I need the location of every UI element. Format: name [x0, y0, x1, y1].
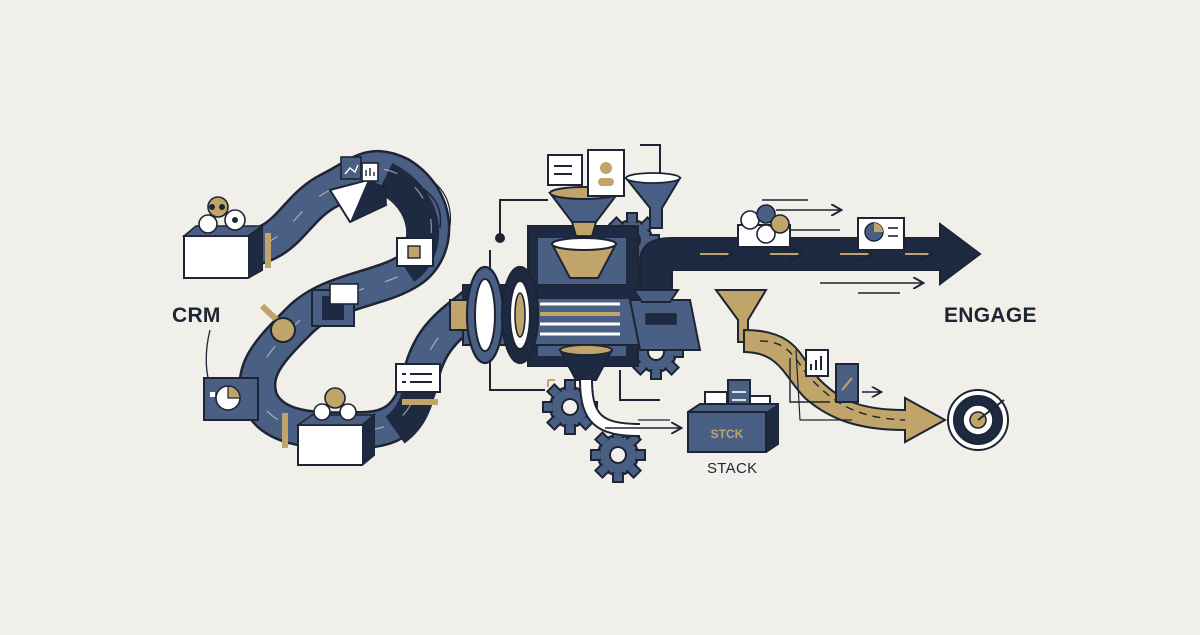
stack-label: STACK	[707, 460, 758, 477]
pie-report-card	[857, 217, 905, 251]
stack-box	[605, 379, 779, 453]
pie-chart-card	[203, 377, 259, 421]
connector-node	[270, 317, 296, 343]
data-source-box-top	[181, 196, 265, 279]
crm-label: CRM	[172, 304, 221, 327]
bar-chart-card	[805, 349, 829, 377]
data-source-box-upper	[328, 156, 388, 224]
engage-label: ENGAGE	[944, 304, 1037, 327]
list-card	[395, 363, 441, 393]
analytics-box	[737, 204, 791, 248]
engage-arrow-main	[632, 222, 982, 303]
stack-box-label: STCK	[711, 427, 744, 441]
processing-machine	[449, 144, 702, 483]
panel-card-mark	[407, 245, 421, 259]
top-motion-lines	[762, 199, 922, 294]
trend-card	[835, 363, 859, 403]
target-icon	[947, 389, 1009, 451]
data-source-box-middle	[311, 283, 359, 327]
crm-pipe	[205, 149, 494, 450]
data-source-box-bottom	[295, 387, 377, 466]
